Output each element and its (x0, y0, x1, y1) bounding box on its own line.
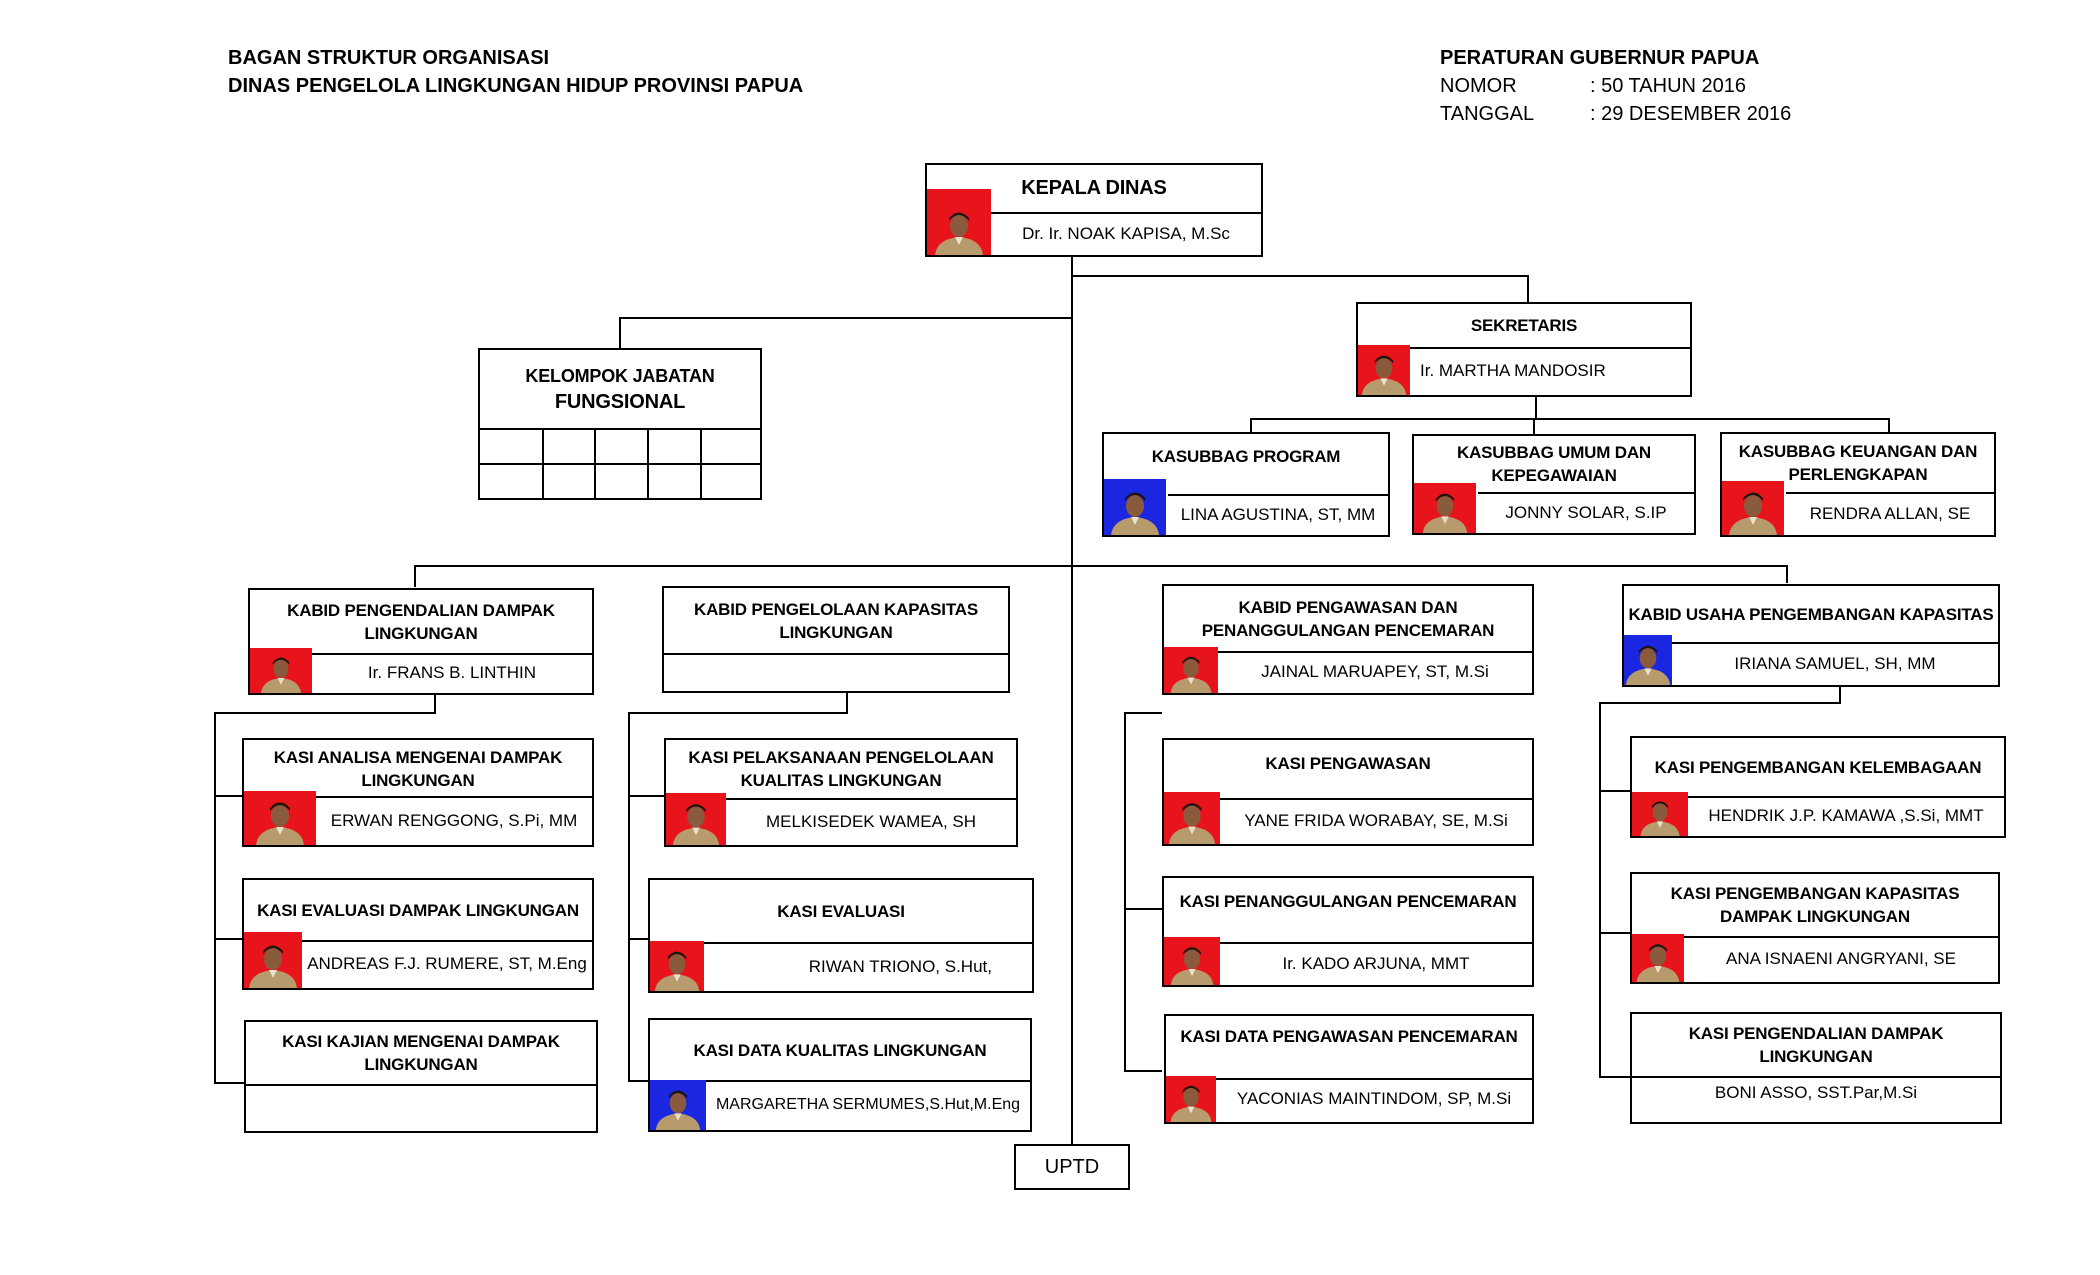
kasi-kelembagaan-title: KASI PENGEMBANGAN KELEMBAGAAN (1654, 757, 1982, 777)
kasi-data-pengawasan-box[interactable]: KASI DATA PENGAWASAN PENCEMARAN YACONIAS… (1164, 1014, 1534, 1124)
kasi-data-kualitas-box[interactable]: KASI DATA KUALITAS LINGKUNGAN MARGARETHA… (648, 1018, 1032, 1132)
kasi-pengendalian-name: BONI ASSO, SST.Par,M.Si (1714, 1083, 1918, 1102)
uptd-label: UPTD (1044, 1155, 1100, 1178)
kasi-evaluasi-dampak-name: ANDREAS F.J. RUMERE, ST, M.Eng (307, 954, 587, 973)
kasi-data-kualitas-title: KASI DATA KUALITAS LINGKUNGAN (650, 1020, 1030, 1082)
kabid-usaha-photo-icon (1624, 635, 1672, 685)
kasi-pelaksanaan-name: MELKISEDEK WAMEA, SH (765, 811, 977, 831)
kasubbag-umum-box[interactable]: KASUBBAG UMUM DAN KEPEGAWAIAN JONNY SOLA… (1412, 434, 1696, 535)
kabid-pengendalian-photo-icon (250, 648, 312, 693)
kasi-analisa-name: ERWAN RENGGONG, S.Pi, MM (330, 810, 578, 830)
kepala-dinas-title: KEPALA DINAS (927, 165, 1261, 214)
kasi-pengawasan-photo-icon (1164, 792, 1220, 844)
kasubbag-keuangan-name: RENDRA ALLAN, SE (1809, 503, 1971, 523)
kabid-pengendalian-title: KABID PENGENDALIAN DAMPAK LINGKUNGAN (250, 590, 592, 655)
kasi-penanggulangan-name: Ir. KADO ARJUNA, MMT (1282, 953, 1470, 973)
fungsional-title-line2: FUNGSIONAL (554, 391, 686, 413)
kasi-penanggulangan-title: KASI PENANGGULANGAN PENCEMARAN (1179, 891, 1517, 911)
kasi-kelembagaan-photo-icon (1632, 792, 1688, 836)
kasi-data-kualitas-name: MARGARETHA SERMUMES,S.Hut,M.Eng (715, 1096, 1021, 1113)
kasi-pelaksanaan-photo-icon (666, 793, 726, 845)
fungsional-box[interactable]: KELOMPOK JABATAN FUNGSIONAL (478, 348, 762, 500)
kasubbag-umum-title: KASUBBAG UMUM DAN KEPEGAWAIAN (1457, 443, 1651, 485)
kabid-pengawasan-name: JAINAL MARUAPEY, ST, M.Si (1261, 662, 1489, 681)
kasi-pengendalian-title: KASI PENGENDALIAN DAMPAK LINGKUNGAN (1632, 1014, 2000, 1078)
kasi-pelaksanaan-box[interactable]: KASI PELAKSANAAN PENGELOLAAN KUALITAS LI… (664, 738, 1018, 847)
kasi-pengawasan-box[interactable]: KASI PENGAWASAN YANE FRIDA WORABAY, SE, … (1162, 738, 1534, 846)
kasi-data-kualitas-photo-icon (650, 1080, 706, 1130)
kabid-pengelolaan-title: KABID PENGELOLAAN KAPASITAS LINGKUNGAN (664, 588, 1008, 655)
kasubbag-program-name: LINA AGUSTINA, ST, MM (1180, 504, 1376, 524)
kepala-dinas-name: Dr. Ir. NOAK KAPISA, M.Sc (1022, 223, 1230, 243)
kasubbag-program-box[interactable]: KASUBBAG PROGRAM LINA AGUSTINA, ST, MM (1102, 432, 1390, 537)
kasi-evaluasi-box[interactable]: KASI EVALUASI RIWAN TRIONO, S.Hut, (648, 878, 1034, 993)
kasi-evaluasi-title: KASI EVALUASI (777, 901, 905, 921)
kasi-evaluasi-name: RIWAN TRIONO, S.Hut, (808, 956, 992, 976)
kasubbag-keuangan-title: KASUBBAG KEUANGAN DAN PERLENGKAPAN (1738, 442, 1978, 484)
kasi-pengawasan-name: YANE FRIDA WORABAY, SE, M.Si (1244, 811, 1508, 830)
tanggal-value: : 29 DESEMBER 2016 (1590, 103, 1792, 125)
kabid-pengawasan-title: KABID PENGAWASAN DAN PENANGGULANGAN PENC… (1164, 586, 1532, 653)
kasi-penanggulangan-box[interactable]: KASI PENANGGULANGAN PENCEMARAN Ir. KADO … (1162, 876, 1534, 987)
kasi-pengawasan-title: KASI PENGAWASAN (1265, 753, 1431, 773)
chart-subtitle: DINAS PENGELOLA LINGKUNGAN HIDUP PROVINS… (228, 75, 804, 97)
kasubbag-umum-name: JONNY SOLAR, S.IP (1505, 502, 1667, 522)
kabid-pengelolaan-box[interactable]: KABID PENGELOLAAN KAPASITAS LINGKUNGAN (662, 586, 1010, 693)
kasi-pengembangan-kapasitas-box[interactable]: KASI PENGEMBANGAN KAPASITAS DAMPAK LINGK… (1630, 872, 2000, 984)
kasi-pelaksanaan-title: KASI PELAKSANAAN PENGELOLAAN KUALITAS LI… (688, 748, 994, 790)
kasubbag-umum-photo-icon (1414, 483, 1476, 533)
kabid-pengendalian-name: Ir. FRANS B. LINTHIN (367, 663, 537, 682)
sekretaris-photo-icon (1358, 345, 1410, 395)
sekretaris-title: SEKRETARIS (1358, 304, 1690, 349)
kasi-data-pengawasan-title: KASI DATA PENGAWASAN PENCEMARAN (1180, 1026, 1518, 1046)
kabid-usaha-box[interactable]: KABID USAHA PENGEMBANGAN KAPASITAS IRIAN… (1622, 584, 2000, 687)
kabid-pengelolaan-name (664, 653, 1008, 691)
kasi-analisa-box[interactable]: KASI ANALISA MENGENAI DAMPAK LINGKUNGAN … (242, 738, 594, 847)
chart-title: BAGAN STRUKTUR ORGANISASI (228, 47, 550, 69)
uptd-box[interactable]: UPTD (1014, 1144, 1130, 1190)
kasi-data-pengawasan-photo-icon (1166, 1076, 1216, 1122)
kasi-evaluasi-dampak-photo-icon (244, 932, 302, 988)
kabid-pengawasan-photo-icon (1164, 647, 1218, 693)
kasubbag-program-photo-icon (1104, 479, 1166, 535)
nomor-value: : 50 TAHUN 2016 (1590, 75, 1747, 97)
kasi-kajian-box[interactable]: KASI KAJIAN MENGENAI DAMPAK LINGKUNGAN (244, 1020, 598, 1133)
kasi-evaluasi-photo-icon (650, 941, 704, 991)
kasi-analisa-title: KASI ANALISA MENGENAI DAMPAK LINGKUNGAN (273, 748, 563, 790)
kasi-kajian-title: KASI KAJIAN MENGENAI DAMPAK LINGKUNGAN (246, 1022, 596, 1086)
nomor-label: NOMOR (1440, 75, 1517, 97)
kabid-pengawasan-box[interactable]: KABID PENGAWASAN DAN PENANGGULANGAN PENC… (1162, 584, 1534, 695)
kasi-analisa-photo-icon (244, 791, 316, 845)
kasi-kajian-name (246, 1084, 596, 1131)
kabid-usaha-title: KABID USAHA PENGEMBANGAN KAPASITAS (1624, 586, 1998, 644)
kepala-photo-icon (927, 189, 991, 255)
tanggal-label: TANGGAL (1440, 103, 1535, 125)
kasi-penanggulangan-photo-icon (1164, 937, 1220, 985)
kasubbag-keuangan-box[interactable]: KASUBBAG KEUANGAN DAN PERLENGKAPAN RENDR… (1720, 432, 1996, 537)
kasi-evaluasi-dampak-title: KASI EVALUASI DAMPAK LINGKUNGAN (244, 880, 592, 942)
kepala-dinas-box[interactable]: KEPALA DINAS Dr. Ir. NOAK KAPISA, M.Sc (925, 163, 1263, 257)
kasi-kelembagaan-box[interactable]: KASI PENGEMBANGAN KELEMBAGAAN HENDRIK J.… (1630, 736, 2006, 838)
kasubbag-keuangan-photo-icon (1722, 481, 1784, 535)
regulation-title: PERATURAN GUBERNUR PAPUA (1440, 47, 1760, 69)
kasi-pengembangan-kapasitas-title: KASI PENGEMBANGAN KAPASITAS DAMPAK LINGK… (1670, 884, 1960, 926)
sekretaris-name: Ir. MARTHA MANDOSIR (1420, 361, 1606, 380)
kasi-data-pengawasan-name: YACONIAS MAINTINDOM, SP, M.Si (1236, 1089, 1512, 1108)
kabid-usaha-name: IRIANA SAMUEL, SH, MM (1734, 653, 1936, 673)
kasi-evaluasi-dampak-box[interactable]: KASI EVALUASI DAMPAK LINGKUNGAN ANDREAS … (242, 878, 594, 990)
sekretaris-box[interactable]: SEKRETARIS Ir. MARTHA MANDOSIR (1356, 302, 1692, 397)
kasi-pengembangan-kapasitas-photo-icon (1632, 934, 1684, 982)
kabid-pengendalian-box[interactable]: KABID PENGENDALIAN DAMPAK LINGKUNGAN Ir.… (248, 588, 594, 695)
kasi-kelembagaan-name: HENDRIK J.P. KAMAWA ,S.Si, MMT (1708, 806, 1984, 825)
kasi-pengendalian-box[interactable]: KASI PENGENDALIAN DAMPAK LINGKUNGAN BONI… (1630, 1012, 2002, 1124)
kasi-pengembangan-kapasitas-name: ANA ISNAENI ANGRYANI, SE (1726, 949, 1956, 968)
fungsional-title-line1: KELOMPOK JABATAN (525, 366, 715, 386)
kasubbag-program-title: KASUBBAG PROGRAM (1151, 447, 1341, 466)
